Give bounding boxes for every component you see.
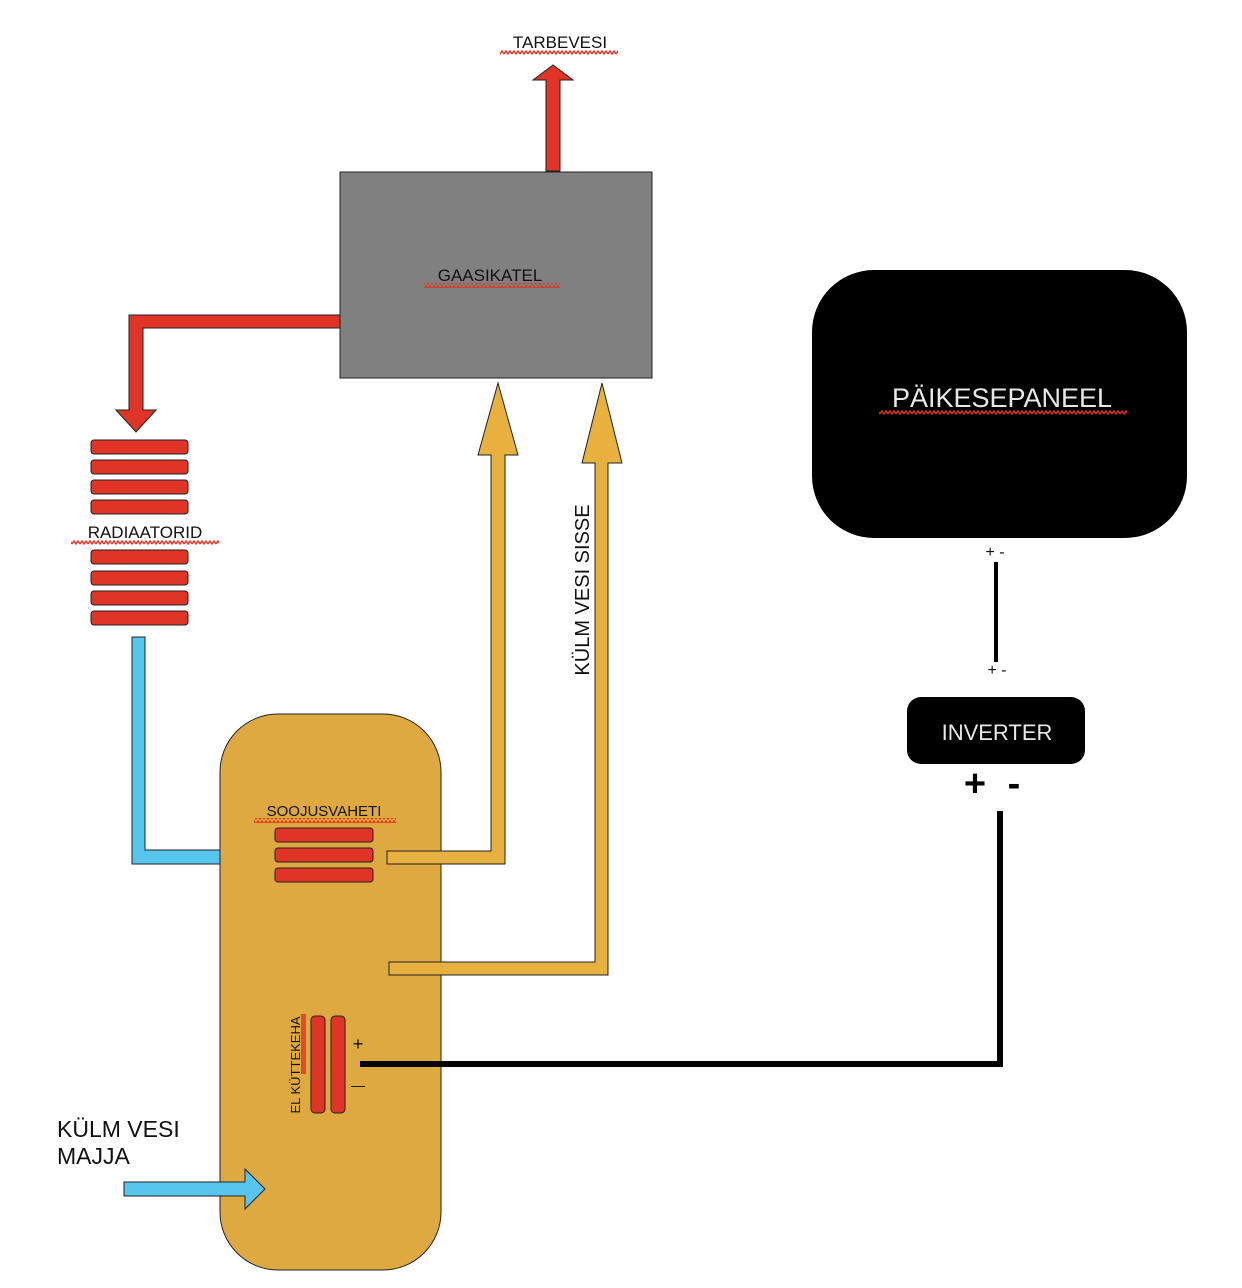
heater-plus-terminal: + [353,1034,364,1054]
heat-exchanger [274,827,374,883]
cold-water-mains-arrow [123,1167,266,1211]
heater-element [330,1015,346,1114]
el-kyttekeha-label: EL KÜTTEKEHA [288,1016,303,1113]
heater-minus-terminal: — [351,1077,365,1093]
radiator-bar [90,499,189,515]
soojusvaheti-spellcheck-underline [254,818,396,823]
radiator-bar [90,439,189,455]
inverter-plus-terminal: + [964,763,986,805]
cold-water-inlet-pipe [388,382,623,976]
radiaatorid-spellcheck-underline [71,540,219,545]
inverter-input-terminals: + - [987,662,1006,679]
exchanger-bar [274,867,374,883]
exchanger-bar [274,847,374,863]
exchanger-bar [274,827,374,843]
soojusvaheti-label: SOOJUSVAHETI [267,803,382,820]
radiator-bar [90,549,189,565]
inverter-minus-terminal: - [1008,763,1021,805]
inverter-label: INVERTER [942,720,1053,745]
gaasikatel-label: GAASIKATEL [438,266,543,285]
radiaatorid-label: RADIAATORID [88,523,203,542]
el-kyttekeha-spellcheck-underline [301,1014,306,1074]
hot-water-outlet-arrow [531,64,575,172]
gaasikatel-spellcheck-underline [424,283,560,288]
radiator-bar [90,570,189,586]
radiators [90,439,189,626]
tarbevesi-spellcheck-underline [500,50,618,55]
exchanger-to-boiler-pipe [386,381,519,865]
radiator-bar [90,479,189,495]
paikesepaneel-spellcheck-underline [879,410,1127,415]
electric-heater [310,1015,346,1114]
gas-boiler [339,171,653,379]
kylm-vesi-majja-label-line1: KÜLM VESI [57,1116,180,1142]
heater-element [310,1015,326,1114]
kylm-vesi-majja-label-line2: MAJJA [57,1143,131,1169]
radiator-bar [90,590,189,606]
inverter-heater-wire [360,811,1003,1067]
radiator-bar [90,459,189,475]
paikesepaneel-label: PÄIKESEPANEEL [892,383,1112,413]
kylm-vesi-sisse-label: KÜLM VESI SISSE [572,504,594,675]
radiator-supply-pipe [114,314,341,433]
radiator-bar [90,610,189,626]
panel-terminals: + - [985,544,1004,561]
tarbevesi-label: TARBEVESI [513,33,607,52]
inverter [907,697,1085,764]
panel-inverter-wire [994,562,998,662]
solar-panel [812,270,1187,538]
